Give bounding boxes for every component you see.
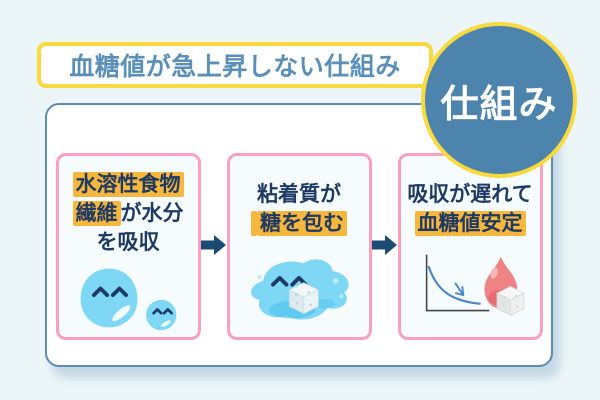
step1-line1-highlight: 水溶性食物 bbox=[72, 172, 184, 197]
step2-line2-highlight bbox=[251, 211, 257, 236]
step-card-fiber-absorbs-water: 水溶性食物 繊維が水分 を吸収 bbox=[55, 153, 201, 340]
step1-line3: を吸収 bbox=[96, 231, 160, 254]
step-card-stable-blood-sugar: 吸収が遅れて 血糖値安定 bbox=[397, 153, 543, 340]
step2-text: 粘着質が 糖を包む bbox=[251, 180, 347, 238]
step3-line1: 吸収が遅れて bbox=[407, 183, 533, 206]
step1-line2-rest: が水分 bbox=[120, 202, 184, 225]
step2-line1: 粘着質が bbox=[257, 183, 341, 206]
step2-line2-highlight: 糖を包む bbox=[257, 211, 347, 236]
step1-to-step2-connector bbox=[200, 234, 227, 256]
declining-graph-blood-drop-icon bbox=[425, 254, 525, 316]
step3-line2-highlight: 血糖値安定 bbox=[414, 211, 526, 236]
step1-line2-highlight: 繊維 bbox=[72, 201, 121, 226]
page-title: 血糖値が急上昇しない仕組み bbox=[69, 53, 401, 81]
step-card-mucilage-wraps-sugar: 粘着質が 糖を包む bbox=[226, 153, 372, 340]
gel-blob-sugar-icon bbox=[251, 259, 349, 320]
topic-badge: 仕組み bbox=[421, 22, 577, 178]
topic-badge-label: 仕組み bbox=[440, 83, 558, 126]
step3-text: 吸収が遅れて 血糖値安定 bbox=[407, 180, 533, 238]
step1-text: 水溶性食物 繊維が水分 を吸収 bbox=[72, 170, 184, 257]
step2-to-step3-connector bbox=[371, 234, 398, 256]
water-droplets-icon bbox=[80, 268, 177, 331]
arrow-right-icon bbox=[200, 235, 226, 255]
arrow-right-icon bbox=[371, 235, 397, 255]
title-banner: 血糖値が急上昇しない仕組み bbox=[37, 42, 433, 88]
